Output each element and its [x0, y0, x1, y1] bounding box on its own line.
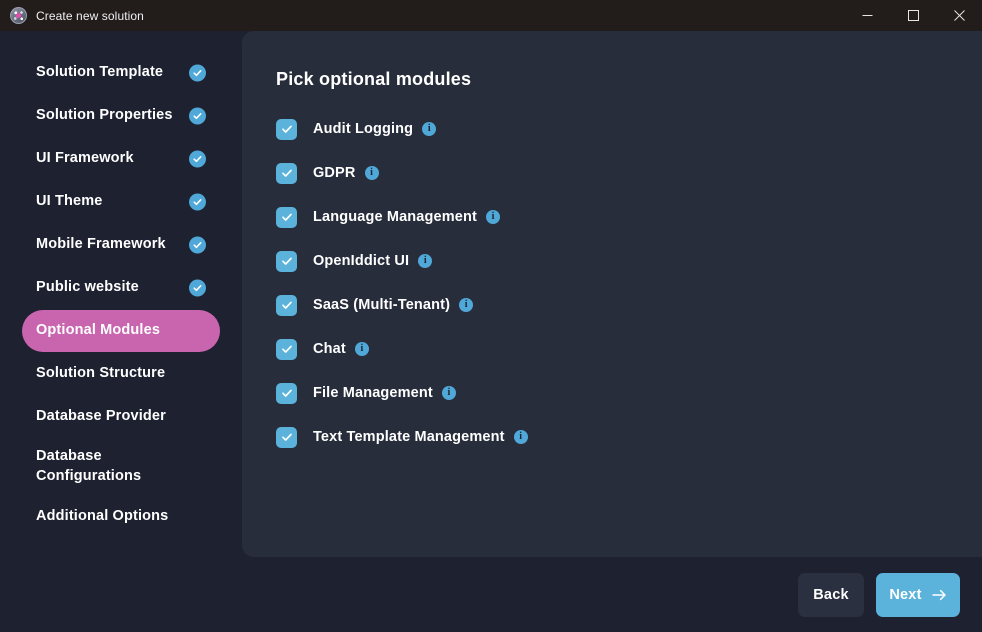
module-label: Text Template Management	[313, 429, 505, 445]
info-icon[interactable]: i	[441, 386, 456, 400]
sidebar-item-label: Mobile Framework	[36, 236, 166, 253]
optional-modules-panel: Pick optional modules Audit Logging i GD…	[242, 31, 982, 557]
sidebar-item-ui-framework[interactable]: UI Framework	[22, 138, 220, 180]
module-row-file-management[interactable]: File Management i	[276, 380, 982, 406]
sidebar-item-solution-template[interactable]: Solution Template	[22, 52, 220, 94]
module-row-gdpr[interactable]: GDPR i	[276, 160, 982, 186]
optional-modules-list: Audit Logging i GDPR i Language Manageme…	[276, 116, 982, 450]
sidebar-item-database-configurations[interactable]: Database Configurations	[22, 439, 220, 495]
sidebar-item-solution-structure[interactable]: Solution Structure	[22, 353, 220, 395]
checkbox-checked-icon[interactable]	[276, 206, 297, 228]
sidebar-item-label: Solution Structure	[36, 365, 166, 382]
checkbox-checked-icon[interactable]	[276, 250, 297, 272]
minimize-button[interactable]	[844, 0, 890, 31]
titlebar: Create new solution	[0, 0, 982, 31]
sidebar-item-public-website[interactable]: Public website	[22, 267, 220, 309]
info-icon[interactable]: i	[364, 166, 379, 180]
info-icon[interactable]: i	[459, 298, 474, 312]
info-icon[interactable]: i	[418, 254, 433, 268]
module-label: File Management	[313, 385, 433, 401]
maximize-button[interactable]	[890, 0, 936, 31]
titlebar-left: Create new solution	[0, 7, 144, 24]
sidebar-item-label: Database Provider	[36, 408, 166, 425]
step-complete-check-icon	[189, 236, 206, 254]
sidebar-item-label: Additional Options	[36, 508, 169, 525]
step-complete-check-icon	[189, 150, 206, 168]
back-button[interactable]: Back	[798, 573, 864, 617]
close-button[interactable]	[936, 0, 982, 31]
sidebar-item-optional-modules[interactable]: Optional Modules	[22, 310, 220, 352]
sidebar-item-ui-theme[interactable]: UI Theme	[22, 181, 220, 223]
module-row-saas-multi-tenant[interactable]: SaaS (Multi-Tenant) i	[276, 292, 982, 318]
module-row-audit-logging[interactable]: Audit Logging i	[276, 116, 982, 142]
step-complete-check-icon	[189, 279, 206, 297]
window-body: Solution Template Solution Properties UI…	[0, 31, 982, 632]
sidebar-item-label: Optional Modules	[36, 322, 161, 339]
module-row-text-template-management[interactable]: Text Template Management i	[276, 424, 982, 450]
info-icon[interactable]: i	[422, 122, 437, 136]
window-controls	[844, 0, 982, 31]
sidebar-item-label: Solution Properties	[36, 107, 173, 124]
sidebar-item-solution-properties[interactable]: Solution Properties	[22, 95, 220, 137]
module-label: OpenIddict UI	[313, 253, 410, 269]
sidebar-item-label: Public website	[36, 279, 139, 296]
window-title: Create new solution	[36, 8, 144, 23]
next-button-label: Next	[889, 587, 922, 603]
sidebar-item-label: UI Theme	[36, 193, 103, 210]
checkbox-checked-icon[interactable]	[276, 162, 297, 184]
sidebar-item-mobile-framework[interactable]: Mobile Framework	[22, 224, 220, 266]
module-row-chat[interactable]: Chat i	[276, 336, 982, 362]
info-icon[interactable]: i	[486, 210, 500, 224]
wizard-footer: Back Next	[242, 558, 982, 632]
checkbox-checked-icon[interactable]	[276, 426, 297, 448]
checkbox-checked-icon[interactable]	[276, 294, 297, 316]
abp-logo-icon	[10, 7, 27, 24]
module-label: GDPR	[313, 165, 356, 181]
page-title: Pick optional modules	[276, 69, 472, 89]
module-label: Audit Logging	[313, 121, 414, 137]
step-complete-check-icon	[189, 193, 206, 211]
module-label: SaaS (Multi-Tenant)	[313, 297, 451, 313]
info-icon[interactable]: i	[513, 430, 528, 444]
sidebar-item-additional-options[interactable]: Additional Options	[22, 496, 220, 538]
step-complete-check-icon	[189, 64, 206, 82]
sidebar-item-label: Solution Template	[36, 64, 164, 81]
wizard-step-sidebar: Solution Template Solution Properties UI…	[0, 31, 242, 632]
arrow-right-icon	[931, 589, 947, 601]
module-row-language-management[interactable]: Language Management i	[276, 204, 982, 230]
checkbox-checked-icon[interactable]	[276, 338, 297, 360]
module-label: Chat	[313, 341, 346, 357]
step-complete-check-icon	[189, 107, 206, 125]
checkbox-checked-icon[interactable]	[276, 382, 297, 404]
info-icon[interactable]: i	[354, 342, 369, 356]
module-label: Language Management	[313, 209, 477, 225]
sidebar-item-label: Database Configurations	[36, 448, 142, 484]
next-button[interactable]: Next	[876, 573, 960, 617]
sidebar-item-database-provider[interactable]: Database Provider	[22, 396, 220, 438]
checkbox-checked-icon[interactable]	[276, 118, 297, 140]
sidebar-item-label: UI Framework	[36, 150, 134, 167]
module-row-openiddict-ui[interactable]: OpenIddict UI i	[276, 248, 982, 274]
